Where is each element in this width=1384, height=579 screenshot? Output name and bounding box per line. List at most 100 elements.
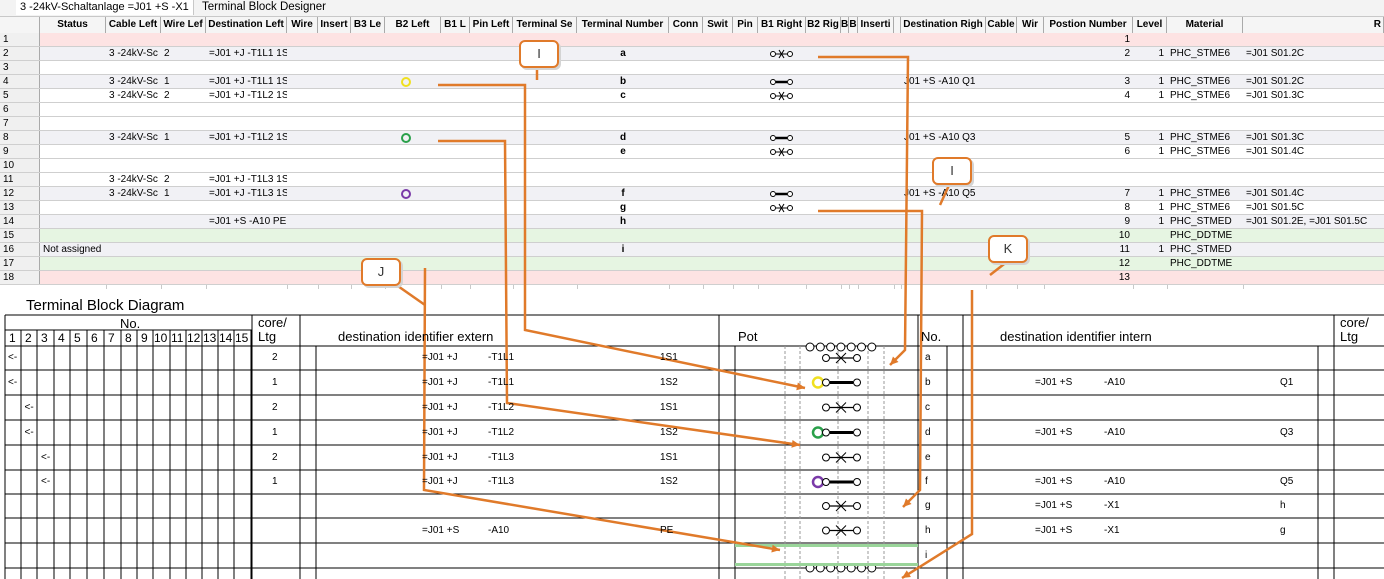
cell-number[interactable]: 5 bbox=[1124, 132, 1130, 143]
cell-term[interactable]: a bbox=[620, 48, 626, 59]
cell-destL[interactable]: =J01 +J -T1L1 1S bbox=[209, 48, 287, 59]
cell-term[interactable]: h bbox=[619, 216, 627, 227]
column-header[interactable]: Pin Left bbox=[470, 17, 513, 33]
cell-destL[interactable]: =J01 +J -T1L3 1S bbox=[209, 188, 287, 199]
cell-material[interactable]: PHC_STMED bbox=[1170, 216, 1232, 227]
cell-term[interactable]: d bbox=[619, 132, 627, 143]
cell-level[interactable]: 1 bbox=[1158, 132, 1164, 143]
cell-r[interactable]: =J01 S01.3C bbox=[1246, 90, 1305, 101]
column-header[interactable]: B1 L bbox=[441, 17, 470, 33]
cell-wire[interactable]: 2 bbox=[164, 174, 170, 185]
cell-wire[interactable]: 1 bbox=[164, 188, 170, 199]
cell-r[interactable]: =J01 S01.2C bbox=[1246, 76, 1305, 87]
column-header[interactable]: Wir bbox=[1017, 17, 1044, 33]
cell-number[interactable]: 10 bbox=[1118, 230, 1130, 241]
cell-destL[interactable]: =J01 +J -T1L2 1S bbox=[209, 90, 287, 101]
column-header[interactable]: B2 Rig bbox=[806, 17, 841, 33]
column-header[interactable]: Swit bbox=[703, 17, 733, 33]
cell-number[interactable]: 11 bbox=[1119, 244, 1130, 255]
cell-term[interactable]: f bbox=[621, 188, 625, 199]
table-row[interactable]: 6 bbox=[0, 103, 1384, 117]
cell-term[interactable]: c bbox=[620, 90, 626, 101]
column-header[interactable]: Conn bbox=[669, 17, 703, 33]
cell-r[interactable]: =J01 S01.5C bbox=[1246, 202, 1305, 213]
column-header[interactable]: Wire Lef bbox=[161, 17, 206, 33]
cell-material[interactable]: PHC_STME6 bbox=[1170, 76, 1231, 87]
cell-destR[interactable]: J01 +S -A10 Q5 bbox=[904, 188, 976, 199]
column-header[interactable]: Cable Left bbox=[106, 17, 161, 33]
cell-number[interactable]: 8 bbox=[1124, 202, 1130, 213]
cell-number[interactable]: 9 bbox=[1124, 216, 1130, 227]
cell-r[interactable]: =J01 S01.2C bbox=[1246, 48, 1305, 59]
column-header[interactable]: Insert bbox=[318, 17, 351, 33]
cell-number[interactable]: 3 bbox=[1124, 76, 1130, 87]
cell-r[interactable]: =J01 S01.2E, =J01 S01.5C bbox=[1246, 216, 1368, 227]
column-header[interactable]: Wire bbox=[287, 17, 318, 33]
cell-cable[interactable]: 3 -24kV-Sc bbox=[109, 174, 158, 185]
cell-level[interactable]: 1 bbox=[1158, 188, 1164, 199]
cell-status[interactable]: Not assigned bbox=[43, 244, 102, 255]
cell-term[interactable]: g bbox=[619, 202, 627, 213]
cell-term[interactable]: e bbox=[620, 146, 626, 157]
column-header[interactable]: Pin bbox=[733, 17, 758, 33]
cell-level[interactable]: 1 bbox=[1158, 146, 1164, 157]
cell-material[interactable]: PHC_STME6 bbox=[1170, 202, 1231, 213]
cell-wire[interactable]: 1 bbox=[164, 76, 170, 87]
cell-number[interactable]: 12 bbox=[1118, 258, 1130, 269]
cell-destL[interactable]: =J01 +S -A10 PE bbox=[209, 216, 287, 227]
cell-cable[interactable]: 3 -24kV-Sc bbox=[109, 90, 158, 101]
column-header[interactable]: Status bbox=[40, 17, 106, 33]
column-header[interactable]: Cable bbox=[986, 17, 1017, 33]
cell-material[interactable]: PHC_STMED bbox=[1170, 244, 1232, 255]
cell-material[interactable]: PHC_STME6 bbox=[1170, 146, 1231, 157]
cell-level[interactable]: 1 bbox=[1158, 76, 1164, 87]
cell-r[interactable]: =J01 S01.4C bbox=[1246, 188, 1305, 199]
column-header[interactable]: B1 Right bbox=[758, 17, 806, 33]
column-header[interactable]: Destination Left bbox=[206, 17, 287, 33]
table-row[interactable]: 3 bbox=[0, 61, 1384, 75]
cell-material[interactable]: PHC_DDTME bbox=[1170, 230, 1233, 241]
cell-r[interactable]: =J01 S01.4C bbox=[1246, 146, 1305, 157]
column-header[interactable]: Postion Number bbox=[1044, 17, 1133, 33]
cell-material[interactable]: PHC_STME6 bbox=[1170, 48, 1231, 59]
cell-wire[interactable]: 2 bbox=[164, 90, 170, 101]
column-header[interactable]: Inserti bbox=[858, 17, 894, 33]
cell-term[interactable]: i bbox=[621, 244, 625, 255]
column-header[interactable]: B2 Left bbox=[385, 17, 441, 33]
cell-cable[interactable]: 3 -24kV-Sc bbox=[109, 132, 158, 143]
column-header[interactable] bbox=[894, 17, 901, 33]
column-header[interactable]: B bbox=[841, 17, 849, 33]
cell-cable[interactable]: 3 -24kV-Sc bbox=[109, 188, 158, 199]
cell-number[interactable]: 1 bbox=[1124, 34, 1130, 45]
cell-destL[interactable]: =J01 +J -T1L3 1S bbox=[209, 174, 287, 185]
cell-level[interactable]: 1 bbox=[1158, 90, 1164, 101]
cell-wire[interactable]: 2 bbox=[164, 48, 170, 59]
cell-r[interactable]: =J01 S01.3C bbox=[1246, 132, 1305, 143]
column-header[interactable]: Material bbox=[1167, 17, 1243, 33]
cell-destL[interactable]: =J01 +J -T1L2 1S bbox=[209, 132, 287, 143]
column-header[interactable]: Terminal Se bbox=[513, 17, 577, 33]
cell-level[interactable]: 1 bbox=[1158, 244, 1164, 255]
cell-material[interactable]: PHC_STME6 bbox=[1170, 90, 1231, 101]
cell-destR[interactable]: J01 +S -A10 Q3 bbox=[904, 132, 976, 143]
cell-level[interactable]: 1 bbox=[1158, 202, 1164, 213]
cell-number[interactable]: 4 bbox=[1124, 90, 1130, 101]
cell-number[interactable]: 2 bbox=[1124, 48, 1130, 59]
column-header[interactable]: Level bbox=[1133, 17, 1167, 33]
cell-material[interactable]: PHC_DDTME bbox=[1170, 258, 1233, 269]
cell-destL[interactable]: =J01 +J -T1L1 1S bbox=[209, 76, 287, 87]
cell-cable[interactable]: 3 -24kV-Sc bbox=[109, 48, 158, 59]
cell-material[interactable]: PHC_STME6 bbox=[1170, 132, 1231, 143]
cell-level[interactable]: 1 bbox=[1158, 48, 1164, 59]
cell-number[interactable]: 6 bbox=[1124, 146, 1130, 157]
